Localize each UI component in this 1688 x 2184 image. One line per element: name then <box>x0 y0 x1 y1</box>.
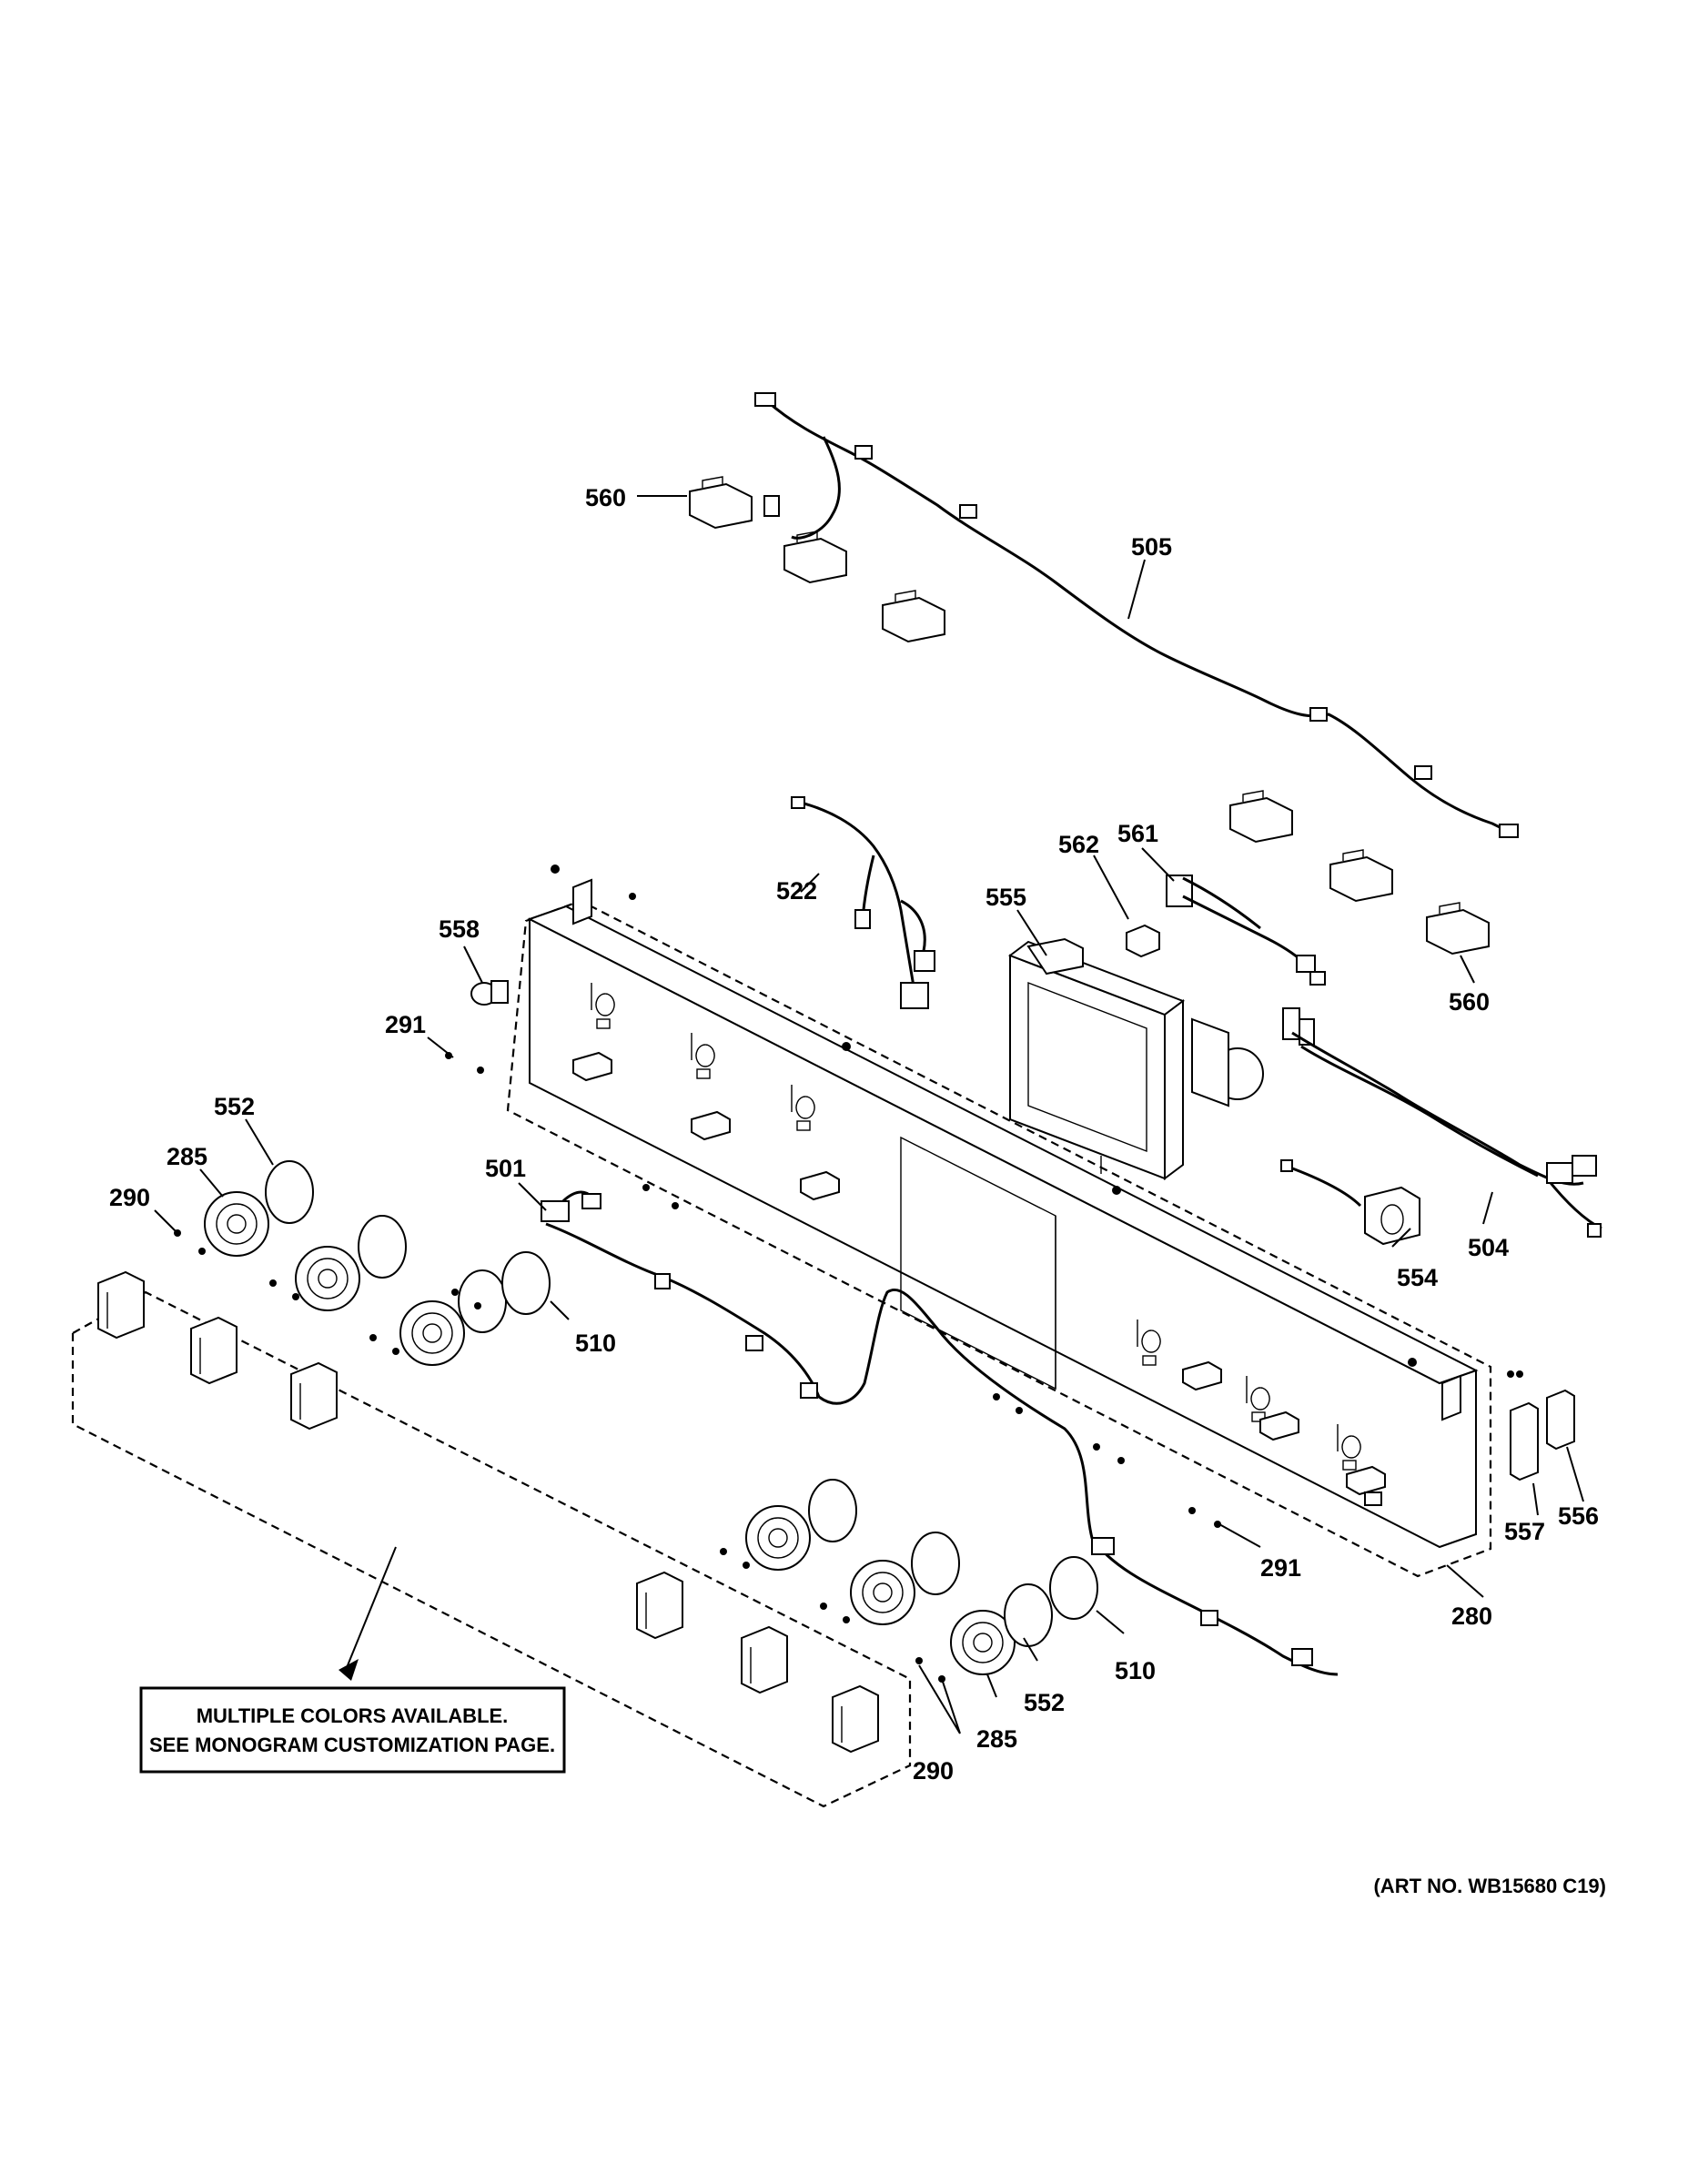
callout-291-left: 291 <box>385 1011 426 1038</box>
bracket-562 <box>1126 924 1160 958</box>
switch-560-top-2 <box>783 531 847 584</box>
callout-556: 556 <box>1558 1502 1599 1530</box>
note-line-1: MULTIPLE COLORS AVAILABLE. <box>197 1704 509 1727</box>
note-box: MULTIPLE COLORS AVAILABLE. SEE MONOGRAM … <box>139 1686 566 1774</box>
callout-510-left: 510 <box>575 1330 616 1357</box>
callout-558: 558 <box>439 915 480 943</box>
callout-555: 555 <box>986 884 1026 911</box>
light-socket-558 <box>470 980 509 1006</box>
callout-290-left: 290 <box>109 1184 150 1211</box>
callout-552-left: 552 <box>214 1093 255 1120</box>
callout-560-right: 560 <box>1449 988 1490 1016</box>
control-board-555 <box>1007 937 1264 1180</box>
wire-harness-501 <box>541 1190 1339 1676</box>
speaker-554 <box>1280 1159 1420 1246</box>
callout-291-right: 291 <box>1260 1554 1301 1582</box>
art-number: (ART NO. WB15680 C19) <box>1373 1875 1606 1897</box>
switch-560-right-3 <box>1426 902 1490 956</box>
callout-510-right: 510 <box>1115 1657 1156 1684</box>
callout-522: 522 <box>776 877 817 905</box>
knob-3 <box>290 1361 338 1431</box>
knob-2 <box>190 1316 238 1385</box>
knobs <box>97 1270 879 1754</box>
knob-group-outline <box>71 1290 912 1808</box>
switch-560-right-2 <box>1329 849 1393 903</box>
leader-lines <box>154 495 1584 1734</box>
connector-small <box>763 495 780 517</box>
wire-harness-522 <box>791 796 935 1009</box>
bezels-285 <box>204 1191 1016 1675</box>
callout-552-right: 552 <box>1024 1689 1065 1716</box>
note-line-2: SEE MONOGRAM CUSTOMIZATION PAGE. <box>149 1734 555 1756</box>
callout-labels: 560 505 522 555 562 561 560 558 291 552 … <box>109 484 1599 1785</box>
knob-5 <box>741 1625 788 1694</box>
plates-510 <box>501 1251 1098 1620</box>
backguard-panel-280 <box>506 878 1492 1578</box>
wire-harness-561 <box>1166 875 1326 986</box>
wire-harness-505 <box>754 392 1519 838</box>
switch-560-top-3 <box>882 590 945 643</box>
callout-557: 557 <box>1504 1518 1545 1545</box>
bracket-557 <box>1510 1401 1539 1481</box>
plates-552 <box>265 1160 1053 1647</box>
switch-560-right-1 <box>1229 790 1293 844</box>
callout-504: 504 <box>1468 1234 1509 1261</box>
screws-small <box>174 1052 1221 1683</box>
wire-harness-504 <box>1282 1007 1602 1238</box>
screws-panel <box>551 864 1523 1378</box>
callout-285-right: 285 <box>976 1725 1017 1753</box>
callout-554: 554 <box>1397 1264 1438 1291</box>
knob-6 <box>832 1684 879 1754</box>
callout-505: 505 <box>1131 533 1172 561</box>
knob-1 <box>97 1270 145 1340</box>
callout-501: 501 <box>485 1155 526 1182</box>
knob-4 <box>636 1571 683 1640</box>
callout-285-left: 285 <box>167 1143 207 1170</box>
callout-290-right: 290 <box>913 1757 954 1785</box>
callout-561: 561 <box>1117 820 1158 847</box>
switch-560-top-1 <box>689 476 753 530</box>
callout-562: 562 <box>1058 831 1099 858</box>
board-556 <box>1507 1370 1575 1451</box>
callout-280: 280 <box>1451 1603 1492 1630</box>
callout-560-top: 560 <box>585 484 626 511</box>
